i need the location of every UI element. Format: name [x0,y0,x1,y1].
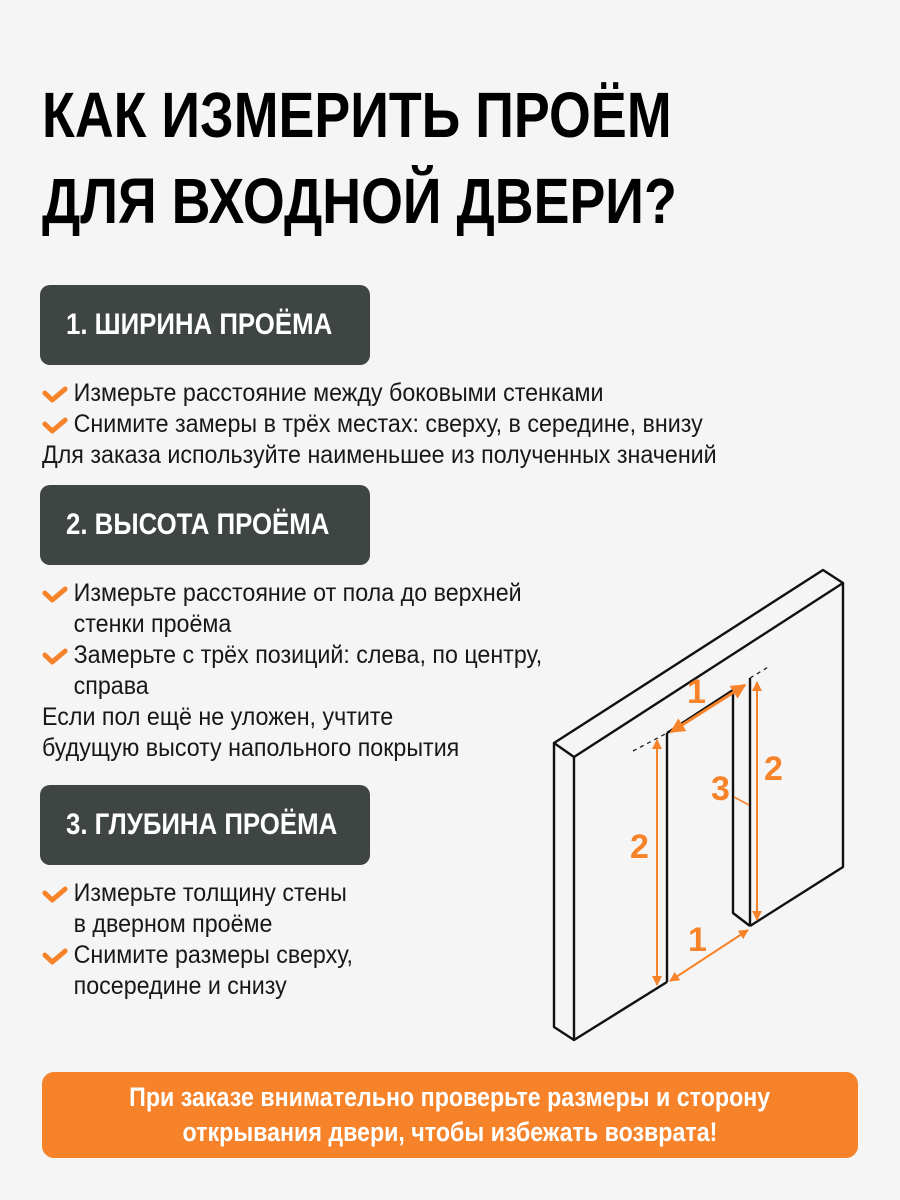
check-icon [42,640,74,671]
list-item-text-line: в дверном проёме [73,910,273,938]
list-item-text-line: Измерьте расстояние от пола до верхней [73,579,522,607]
list-item-text-line: стенки проёма [73,610,232,638]
list-item: Замерьте с трёх позиций: слева, по центр… [42,640,542,702]
section-note: Для заказа используйте наименьшее из пол… [42,441,717,469]
check-icon [42,578,74,609]
page-title-line-1: КАК ИЗМЕРИТЬ ПРОЁМ [42,79,672,151]
list-item-text-line: посередине и снизу [73,972,287,1000]
warning-banner-line-2: открывания двери, чтобы избежать возврат… [182,1117,718,1147]
check-icon [42,940,74,971]
label-height-right: 2 [764,750,783,788]
section-depth-list: Измерьте толщину стены в дверном проёме … [42,878,376,1002]
label-depth: 3 [711,770,730,808]
check-icon [42,878,74,909]
list-item: Снимите замеры в трёх местах: сверху, в … [42,409,717,440]
list-item: Измерьте расстояние между боковыми стенк… [42,378,717,409]
section-note: Если пол ещё не уложен, учтите будущую в… [42,702,542,764]
wall-inner-line [573,582,844,758]
list-item: Измерьте расстояние от пола до верхней с… [42,578,542,640]
label-width-bottom: 1 [688,921,707,959]
section-note-line: Если пол ещё не уложен, учтите [42,703,394,731]
list-item-text: Замерьте с трёх позиций: слева, по центр… [74,640,543,702]
list-item: Измерьте толщину стены в дверном проёме [42,878,353,940]
warning-banner-line-1: При заказе внимательно проверьте размеры… [129,1082,771,1112]
page-title: КАК ИЗМЕРИТЬ ПРОЁМ ДЛЯ ВХОДНОЙ ДВЕРИ? [42,72,677,244]
section-heading-height: 2. ВЫСОТА ПРОЁМА [40,485,370,565]
list-item: Снимите размеры сверху, посередине и сни… [42,940,353,1002]
label-width-top: 1 [687,673,706,711]
section-width-list: Измерьте расстояние между боковыми стенк… [42,378,767,471]
list-item-text: Снимите замеры в трёх местах: сверху, в … [73,410,703,438]
section-heading-label: 3. ГЛУБИНА ПРОЁМА [66,808,338,841]
section-heading-label: 2. ВЫСОТА ПРОЁМА [66,508,330,541]
list-item-text-line: справа [73,672,149,700]
section-heading-label: 1. ШИРИНА ПРОЁМА [66,308,333,341]
check-icon [42,378,74,409]
section-height-list: Измерьте расстояние от пола до верхней с… [42,578,580,764]
section-heading-depth: 3. ГЛУБИНА ПРОЁМА [40,785,370,865]
check-icon [42,409,74,440]
list-item-text-line: Замерьте с трёх позиций: слева, по центр… [73,641,543,669]
section-heading-width: 1. ШИРИНА ПРОЁМА [40,285,370,365]
page-title-line-2: ДЛЯ ВХОДНОЙ ДВЕРИ? [42,165,677,237]
section-note-line: будущую высоту напольного покрытия [42,734,460,762]
label-height-left: 2 [630,828,649,866]
warning-banner: При заказе внимательно проверьте размеры… [42,1072,858,1158]
list-item-text-line: Измерьте толщину стены [73,879,347,907]
wall-outline [552,568,845,1042]
list-item-text: Измерьте расстояние от пола до верхней с… [74,578,522,640]
list-item-text-line: Снимите размеры сверху, [73,941,353,969]
list-item-text: Измерьте толщину стены в дверном проёме [74,878,347,940]
list-item-text: Измерьте расстояние между боковыми стенк… [73,379,604,407]
list-item-text: Снимите размеры сверху, посередине и сни… [74,940,353,1002]
dimension-arrows [652,681,762,986]
